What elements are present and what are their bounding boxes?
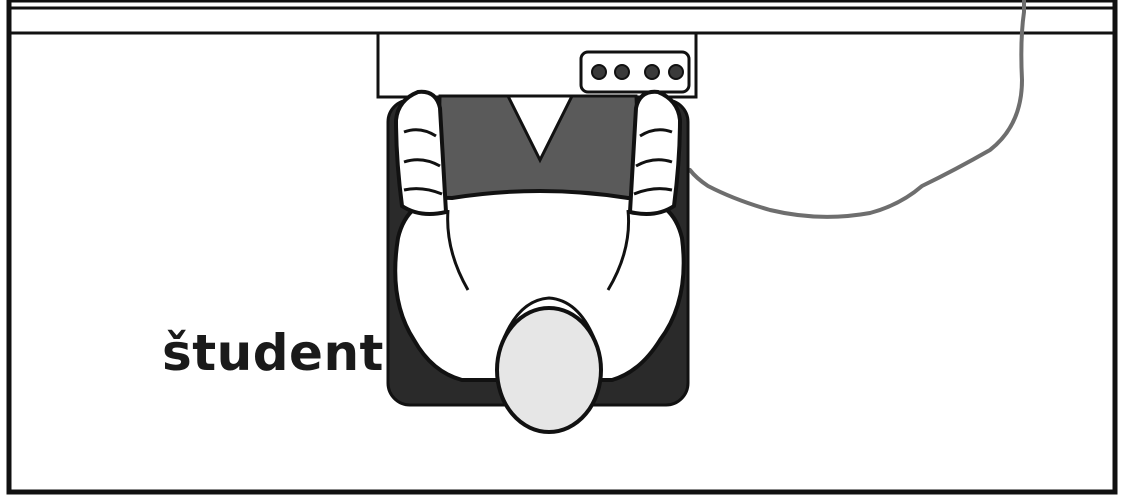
device-cable [688, 0, 1026, 219]
student-label: študent [162, 324, 384, 382]
right-arm [627, 89, 683, 216]
left-arm [393, 89, 449, 216]
device-button-4 [668, 64, 684, 80]
student-shoulders [393, 189, 686, 382]
device-button-2 [614, 64, 630, 80]
shirt-collar [505, 94, 575, 164]
four-button-device [579, 50, 691, 94]
left-arm-crease [446, 209, 470, 291]
device-button-1 [591, 64, 607, 80]
right-arm-crease [606, 209, 631, 291]
student-torso [436, 94, 642, 214]
student-head [495, 296, 603, 434]
device-button-3 [644, 64, 660, 80]
